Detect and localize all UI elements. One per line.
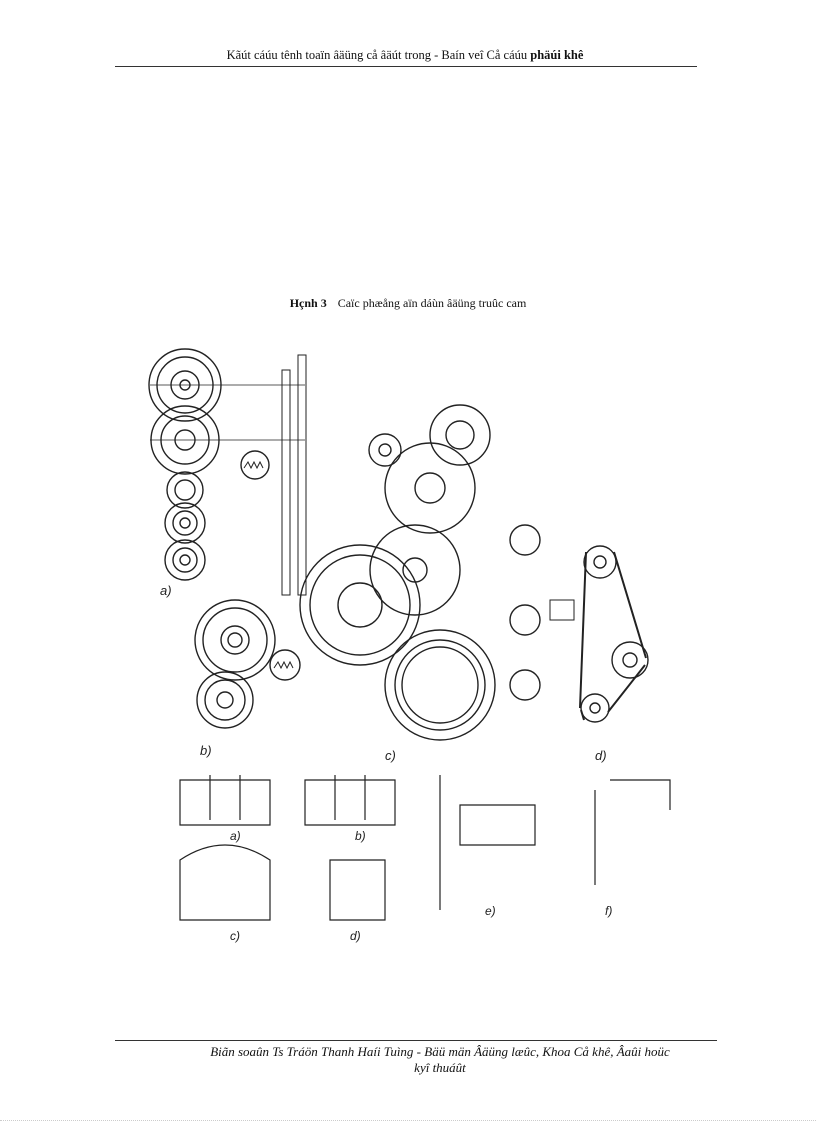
- svg-text:a): a): [160, 583, 172, 598]
- svg-text:d): d): [595, 748, 607, 763]
- footer-rule: [115, 1040, 717, 1041]
- panel-c-gears: c): [299, 404, 541, 763]
- svg-text:a): a): [230, 829, 241, 843]
- header-rule: [115, 66, 697, 67]
- page-header: Kãút cáúu tênh toaïn âäüng cå âäút trong…: [115, 48, 695, 63]
- header-text: Kãút cáúu tênh toaïn âäüng cå âäút trong…: [226, 48, 528, 62]
- svg-text:d): d): [350, 929, 361, 943]
- panel-d-chain: d): [549, 545, 649, 763]
- svg-text:c): c): [385, 748, 396, 763]
- footer-line-2: kyî thuáût: [414, 1060, 466, 1075]
- camshaft-drive-figure: a) b) c) d) a) b) c) d): [140, 340, 680, 950]
- figure-caption: Hçnh 3 Caïc phæång aïn dáùn âäüng truûc …: [0, 296, 816, 311]
- caption-text: Caïc phæång aïn dáùn âäüng truûc cam: [337, 296, 527, 310]
- svg-text:b): b): [355, 829, 366, 843]
- valve-arrangements: a) b) c) d) e) f): [179, 775, 671, 943]
- svg-text:b): b): [200, 743, 212, 758]
- caption-label: Hçnh 3: [289, 296, 327, 310]
- svg-text:e): e): [485, 904, 496, 918]
- svg-text:f): f): [605, 904, 612, 918]
- page-bottom-border: [0, 1120, 816, 1121]
- page-footer: Biãn soaûn Ts Tráön Thanh Haíi Tuìng - B…: [150, 1044, 730, 1076]
- header-bold-text: phäúi khê: [530, 48, 584, 62]
- svg-text:c): c): [230, 929, 240, 943]
- footer-line-1: Biãn soaûn Ts Tráön Thanh Haíi Tuìng - B…: [210, 1044, 670, 1059]
- panel-b-gears: b): [194, 599, 301, 758]
- panel-a-gear-train: a): [148, 348, 307, 598]
